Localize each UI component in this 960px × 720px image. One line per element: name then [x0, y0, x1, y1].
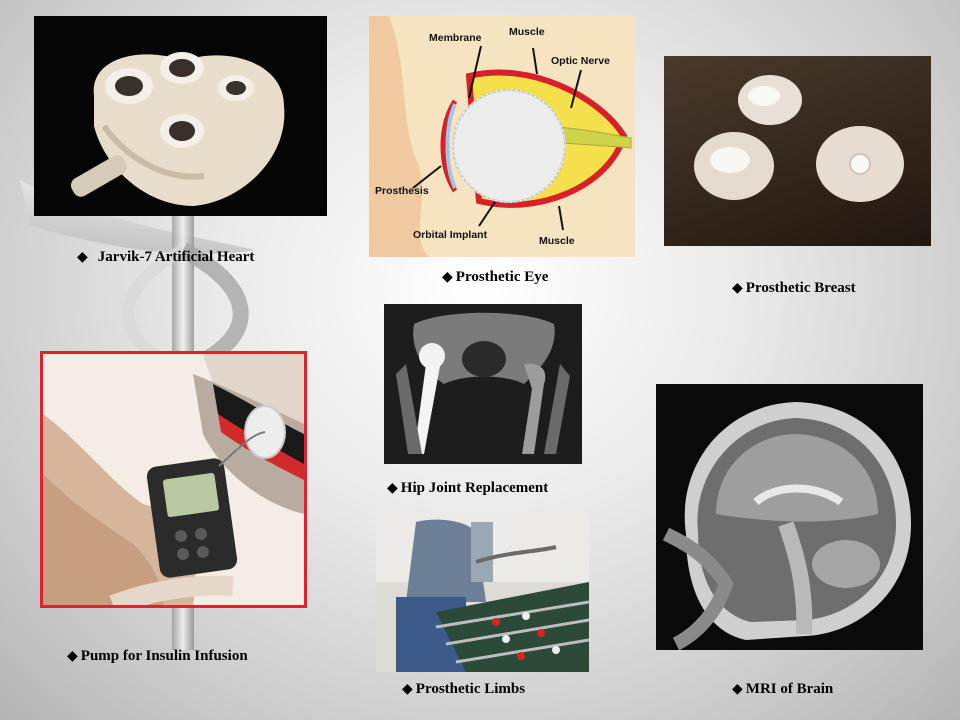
prosthetic-eye-diagram: Membrane Muscle Optic Nerve Prosthesis O… [369, 16, 635, 257]
prosthetic-limbs-photo [376, 512, 589, 672]
eye-label-prosthesis: Prosthesis [375, 185, 429, 197]
diamond-bullet-icon: ◆ [442, 270, 453, 285]
diamond-bullet-icon: ◆ [732, 281, 743, 296]
insulin-pump-photo [40, 351, 307, 608]
caption-prosthetic-eye: ◆ Prosthetic Eye [442, 269, 549, 285]
prosthetic-breast-photo [664, 56, 931, 246]
diamond-bullet-icon: ◆ [67, 649, 78, 664]
diamond-bullet-icon: ◆ [77, 250, 88, 265]
caption-insulin-pump: ◆ Pump for Insulin Infusion [67, 648, 248, 664]
diamond-bullet-icon: ◆ [732, 682, 743, 697]
caption-mri-brain: ◆ MRI of Brain [732, 681, 834, 697]
hip-joint-xray [384, 304, 582, 464]
mri-brain-scan [656, 384, 923, 650]
eye-label-optic-nerve: Optic Nerve [551, 55, 610, 67]
caption-hip-joint: ◆ Hip Joint Replacement [387, 480, 549, 496]
caption-prosthetic-limbs: ◆ Prosthetic Limbs [402, 681, 526, 697]
eye-label-membrane: Membrane [429, 32, 482, 44]
eye-label-muscle-bottom: Muscle [539, 235, 575, 247]
caption-prosthetic-breast: ◆ Prosthetic Breast [732, 280, 856, 296]
diamond-bullet-icon: ◆ [402, 682, 413, 697]
diamond-bullet-icon: ◆ [387, 481, 398, 496]
eye-label-muscle-top: Muscle [509, 26, 545, 38]
jarvik-heart-photo [34, 16, 327, 216]
eye-label-orbital-implant: Orbital Implant [413, 229, 488, 241]
caption-jarvik-heart: ◆ Jarvik-7 Artificial Heart [77, 249, 255, 265]
